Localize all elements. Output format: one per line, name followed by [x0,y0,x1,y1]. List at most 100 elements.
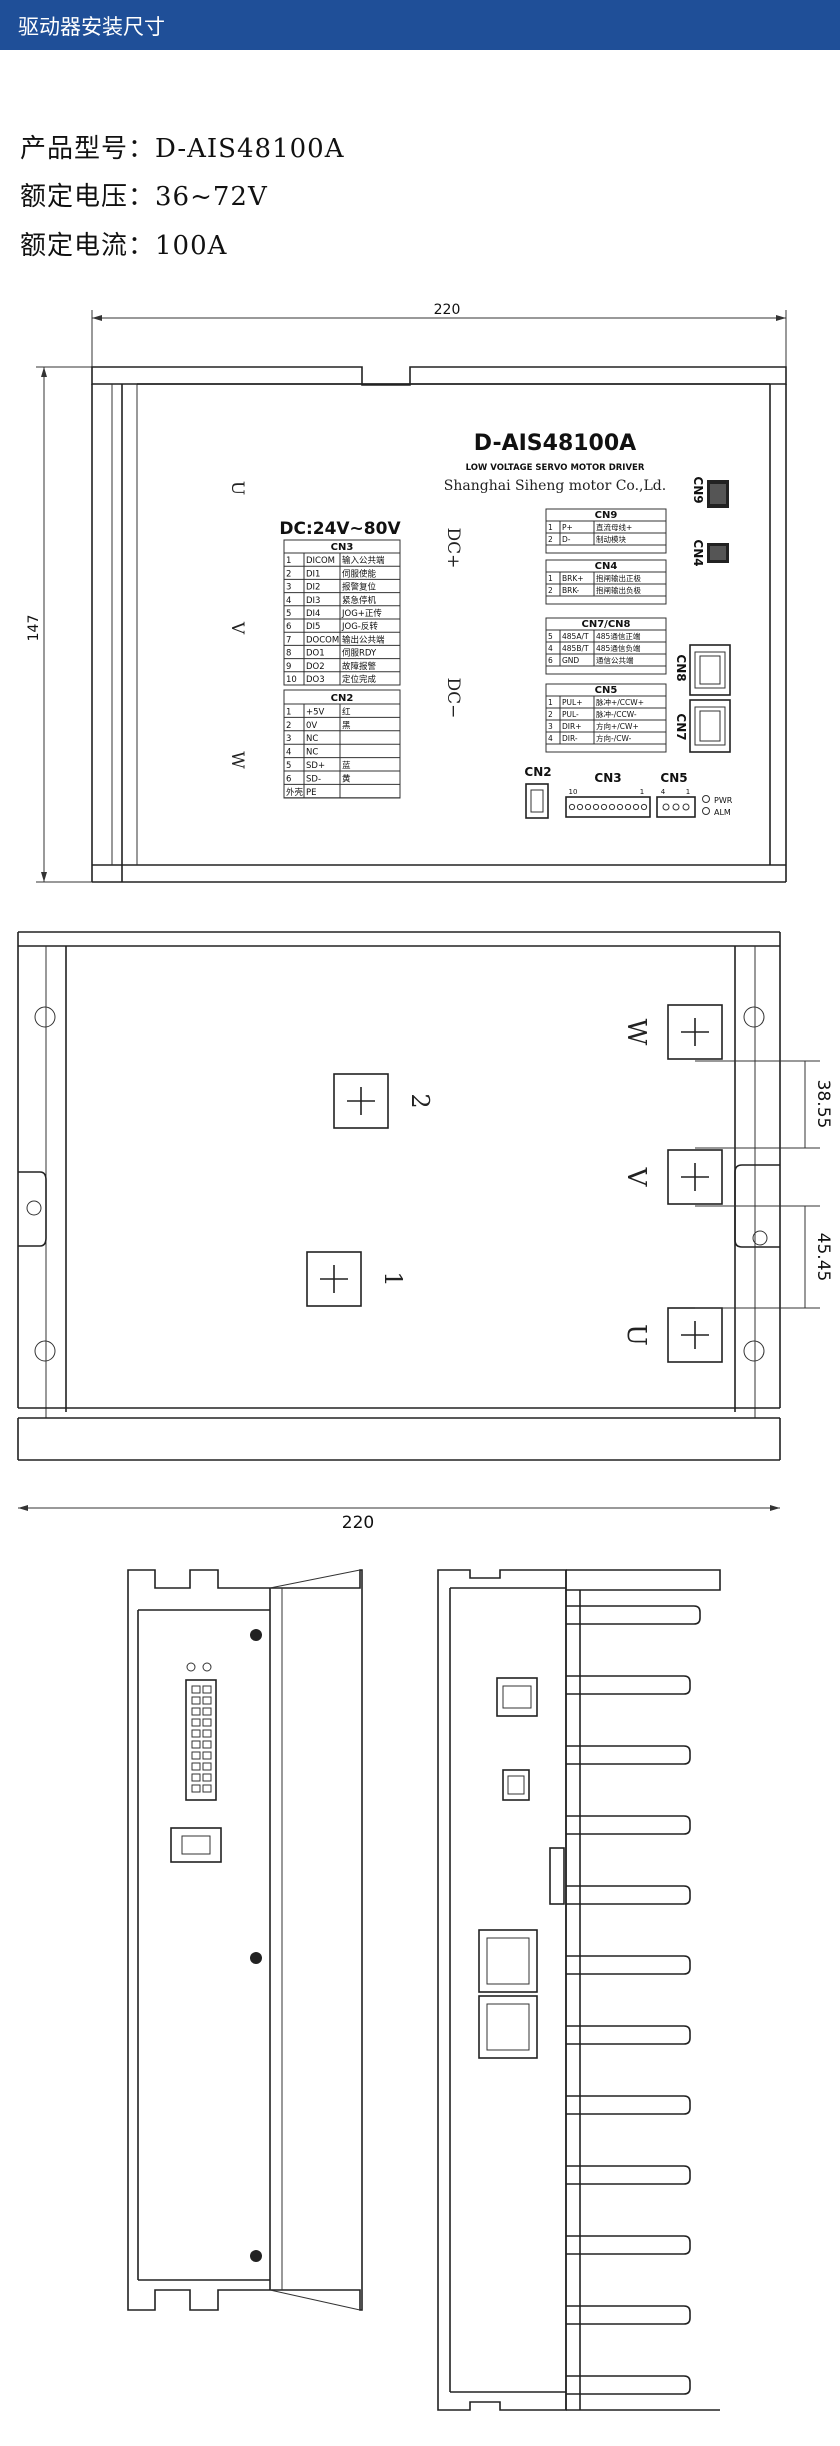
model-title: D-AIS48100A [474,431,636,456]
cn9-cell: 1 [548,523,553,532]
cn2-cell: 0V [306,721,317,731]
cn3-pin-10: 10 [569,788,578,796]
cn2-cell: 5 [286,761,291,771]
cn9-cell: P+ [562,523,573,532]
cn2-cell: PE [306,788,317,798]
cn5-cell: 脉冲+/CCW+ [596,697,644,707]
cn3-pin-1: 1 [640,788,644,796]
cn5-bottom-label: CN5 [660,771,687,785]
cn3-cell: DO1 [306,649,325,659]
cn2-cell: 外壳 [286,787,304,798]
cn2-bottom-label: CN2 [524,765,551,779]
cn2-cell: 2 [286,721,291,731]
cn3-cell: DO3 [306,675,325,685]
cn2-cell: 1 [286,707,291,717]
cn3-bottom-label: CN3 [594,771,621,785]
cn3-cell: 5 [286,609,291,619]
cn5-cell: 方向+/CW+ [596,721,639,731]
spec-value: 36~72V [155,182,268,212]
model-subtitle: LOW VOLTAGE SERVO MOTOR DRIVER [466,463,645,473]
cn5-cell: 2 [548,710,553,719]
cn2-cell: SD+ [306,761,325,771]
dim-w-v: 38.55 [813,1080,833,1129]
terminal-1-label: 1 [379,1271,407,1286]
supply-label: DC:24V~80V [279,519,401,539]
alm-label: ALM [714,808,731,817]
terminal-u [667,1307,723,1363]
cn8-side-label: CN8 [674,654,688,681]
spec-model: 产品型号：D-AIS48100A [20,128,344,165]
cn3-title: CN3 [331,542,354,553]
cn9-cell: D- [562,535,571,544]
cn3-cell: 定位完成 [342,674,377,685]
cn2-cell: 黑 [342,721,351,731]
cn4-cell: BRK+ [562,574,584,583]
cn5-cell: 4 [548,734,553,743]
cn78-cell: 4 [548,644,553,653]
cn3-cell: 故障报警 [342,661,377,672]
dc-plus-label: DC+ [443,528,463,569]
cn4-title: CN4 [595,561,618,572]
cn9-cell: 直流母线+ [596,522,632,532]
cn3-cell: 伺服RDY [342,648,377,659]
cn78-cell: 5 [548,632,553,641]
dc-minus-label: DC− [443,678,463,719]
cn4-cell: 2 [548,586,553,595]
cn5-cell: PUL+ [562,698,582,707]
cn2-cell: NC [306,734,318,744]
top-view-drawing: 220 147 D-AIS48100A LOW VOLTAGE SERVO MO… [26,302,787,883]
cn2-cell: SD- [306,774,321,784]
cn3-cell: 伺服使能 [342,568,377,579]
cn9-cell: 2 [548,535,553,544]
cn5-cell: 方向-/CW- [596,733,632,743]
cn3-cell: 7 [286,635,291,645]
cn2-cell: 蓝 [342,760,351,771]
cn5-cell: DIR- [562,734,578,743]
section-header: 驱动器安装尺寸 [0,0,840,50]
cn4-cell: 抱闸输出正极 [596,573,641,583]
bottom-view-drawing: 2 1 W V U 38.55 45.45 220 [17,931,833,1533]
pwr-label: PWR [714,796,733,805]
phase-u-label: U [227,481,247,495]
cn2-cell: +5V [306,707,325,717]
spec-label: 额定电流： [20,231,156,261]
cn3-cell: DI1 [306,569,320,579]
cn2-cell: 3 [286,734,291,744]
cn3-cell: DOCOM [306,635,339,645]
terminal-v-label: V [621,1167,651,1188]
cn3-cell: JOG-反转 [341,621,378,632]
cn3-cell: 6 [286,622,291,632]
cn4-cell: BRK- [562,586,579,595]
spec-current: 额定电流：100A [20,225,227,262]
cn8-port [689,644,731,696]
cn78-cell: 485通信负端 [596,643,641,653]
cn2-cell: 红 [342,706,351,717]
cn3-cell: 输入公共端 [342,555,385,566]
bottom-width-dim: 220 [342,1513,374,1533]
cn5-pin-4: 4 [661,788,666,796]
cn5-cell: PUL- [562,710,579,719]
phase-w-label: W [227,751,247,769]
top-height-dim: 147 [26,615,42,642]
terminal-u-label: U [621,1324,651,1346]
spec-voltage: 额定电压：36~72V [20,176,268,213]
cn5-cell: 脉冲-/CCW- [596,709,637,719]
section-title: 驱动器安装尺寸 [18,15,165,39]
side-io-connector [185,1679,217,1801]
spec-value: 100A [155,231,228,261]
terminal-w [667,1004,723,1060]
cn78-cell: 485A/T [562,632,589,641]
terminal-v [667,1149,723,1205]
cn78-cell: 通信公共端 [596,655,634,665]
cn3-connector [565,796,651,818]
terminal-w-label: W [621,1019,651,1046]
dim-v-u: 45.45 [813,1233,833,1282]
cn5-cell: 1 [548,698,553,707]
cn5-title: CN5 [595,685,618,696]
cn3-cell: DI4 [306,609,320,619]
side-usb-connector [170,1827,222,1863]
